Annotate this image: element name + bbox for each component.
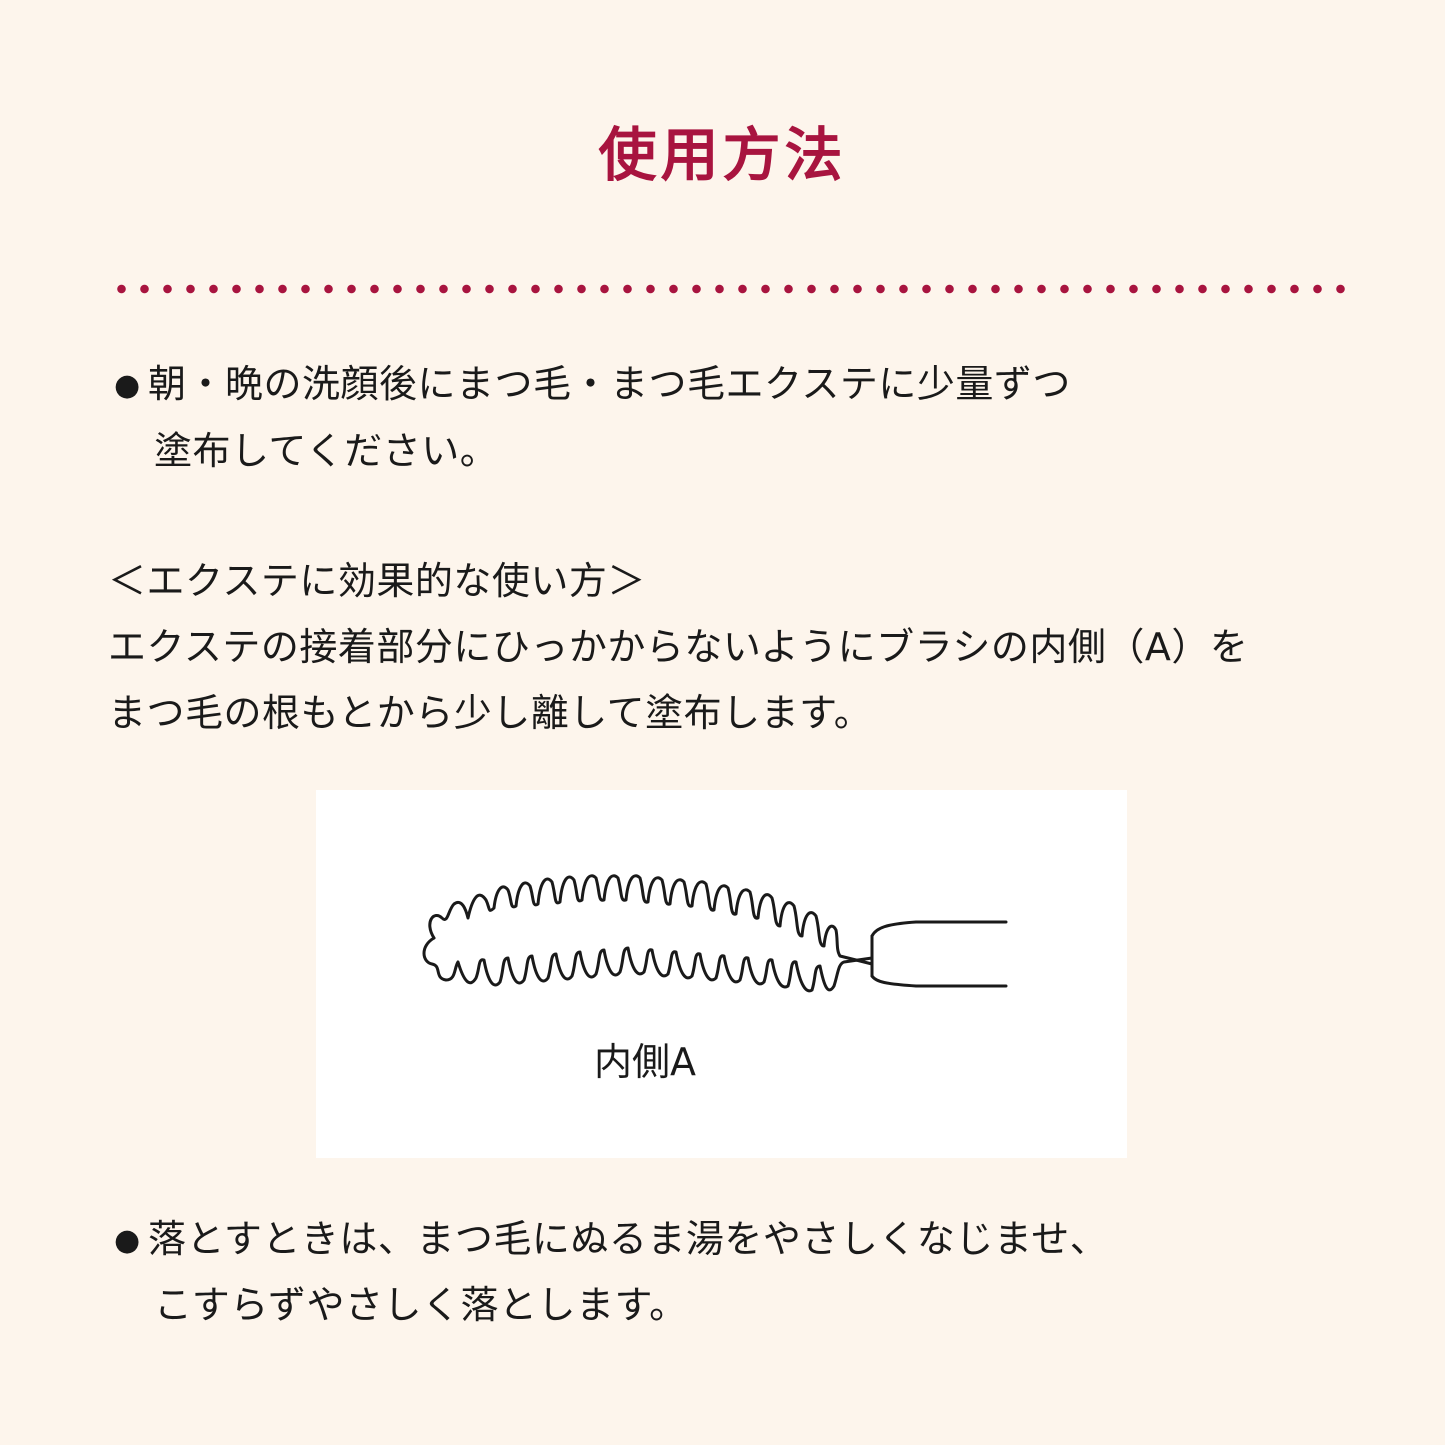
step-1-text-1: 朝・晩の洗顔後にまつ毛・まつ毛エクステに少量ずつ [148, 362, 1071, 406]
dotted-divider [110, 284, 1350, 294]
page-title: 使用方法 [598, 121, 847, 189]
extension-tip-line-1: エクステの接着部分にひっかからないようにブラシの内側（A）を [108, 625, 1249, 669]
step-1-line-1: ●朝・晩の洗顔後にまつ毛・まつ毛エクステに少量ずつ [114, 360, 1071, 410]
extension-tip-line-2: まつ毛の根もとから少し離して塗布します。 [108, 691, 873, 735]
mascara-brush-icon [422, 874, 1008, 993]
extension-tip-heading: ＜エクステに効果的な使い方＞ [108, 559, 646, 603]
step-2-line-1: ●落とすときは、まつ毛にぬるま湯をやさしくなじませ、 [114, 1215, 1108, 1265]
figure-caption: 内側A [594, 1040, 696, 1084]
step-2-text-1: 落とすときは、まつ毛にぬるま湯をやさしくなじませ、 [148, 1217, 1109, 1261]
step-2-line-2: こすらずやさしく落とします。 [154, 1283, 688, 1327]
step-1-line-2: 塗布してください。 [154, 429, 499, 473]
bullet-icon: ● [114, 368, 141, 403]
bullet-icon: ● [114, 1223, 141, 1258]
brush-figure: 内側A [316, 790, 1127, 1158]
